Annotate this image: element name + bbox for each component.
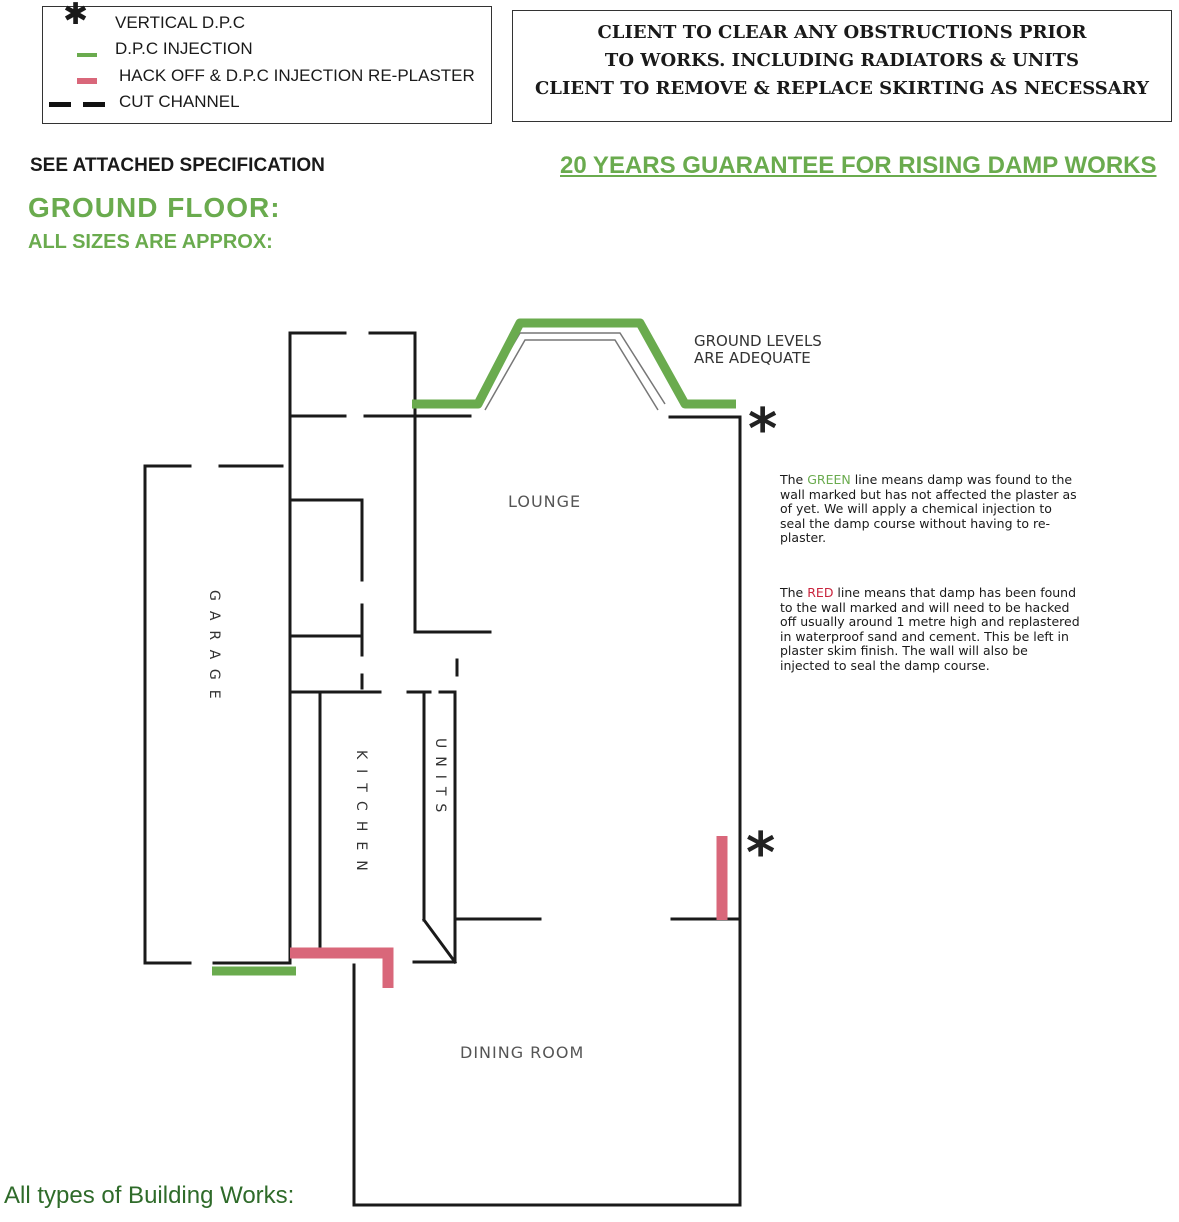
- legend-label: VERTICAL D.P.C: [115, 13, 246, 32]
- guarantee-heading: 20 YEARS GUARANTEE FOR RISING DAMP WORKS: [560, 152, 1157, 179]
- legend-box: ✱ VERTICAL D.P.C D.P.C INJECTION HACK OF…: [42, 0, 492, 124]
- vertical-dpc-asterisk-icon: *: [748, 397, 777, 462]
- room-label-kitchen: KITCHEN: [353, 750, 369, 881]
- footer-text: All types of Building Works:: [4, 1182, 295, 1209]
- see-spec-text: SEE ATTACHED SPECIFICATION: [30, 155, 325, 176]
- room-label-units: UNITS: [432, 738, 448, 820]
- legend-item-dpc-injection: D.P.C INJECTION: [43, 37, 483, 61]
- legend-item-cut-channel: CUT CHANNEL: [43, 90, 483, 114]
- vertical-dpc-asterisk-icon: *: [746, 821, 775, 886]
- legend-label: CUT CHANNEL: [119, 92, 240, 111]
- green-line-explanation: The GREEN line means damp was found to t…: [780, 472, 1080, 546]
- room-label-lounge: LOUNGE: [508, 492, 581, 511]
- notice-line: CLIENT TO CLEAR ANY OBSTRUCTIONS PRIOR: [597, 22, 1087, 43]
- ground-levels-line: ARE ADEQUATE: [694, 349, 811, 367]
- ground-levels-note: GROUND LEVELS ARE ADEQUATE: [694, 333, 874, 367]
- room-label-dining: DINING ROOM: [460, 1043, 584, 1062]
- note-keyword-red: RED: [807, 585, 834, 600]
- legend-label: HACK OFF & D.P.C INJECTION RE-PLASTER: [119, 66, 475, 85]
- dashed-line-icon: [83, 102, 105, 107]
- ground-levels-line: GROUND LEVELS: [694, 332, 822, 350]
- room-label-garage: GARAGE: [206, 590, 222, 709]
- notice-line: CLIENT TO REMOVE & REPLACE SKIRTING AS N…: [534, 78, 1150, 99]
- dashed-line-icon: [49, 102, 71, 107]
- green-line-icon: [77, 53, 97, 57]
- red-line-explanation: The RED line means that damp has been fo…: [780, 585, 1080, 673]
- garage-wall: [143, 464, 192, 965]
- legend-item-hack-off: HACK OFF & D.P.C INJECTION RE-PLASTER: [43, 64, 483, 88]
- note-keyword-green: GREEN: [807, 472, 851, 487]
- note-text: line means that damp has been found to t…: [780, 585, 1080, 673]
- green-dpc-line: [412, 318, 736, 409]
- note-text: The: [780, 472, 808, 487]
- legend-label: D.P.C INJECTION: [115, 39, 253, 58]
- red-line-icon: [77, 78, 97, 84]
- room-wall: [288, 498, 364, 582]
- legend-item-vertical-dpc: ✱ VERTICAL D.P.C: [43, 0, 483, 35]
- red-hackoff-line: [290, 947, 394, 988]
- note-text: The: [780, 585, 808, 600]
- note-text: line means damp was found to the wall ma…: [780, 472, 1077, 545]
- kitchen-wall: [421, 917, 458, 965]
- floor-title: GROUND FLOOR:: [28, 192, 281, 223]
- asterisk-icon: ✱: [63, 0, 89, 31]
- notice-line: TO WORKS. INCLUDING RADIATORS & UNITS: [604, 50, 1080, 71]
- hall-wall: [288, 331, 347, 965]
- notice-box: CLIENT TO CLEAR ANY OBSTRUCTIONS PRIOR T…: [512, 10, 1172, 122]
- sizes-note: ALL SIZES ARE APPROX:: [28, 231, 273, 253]
